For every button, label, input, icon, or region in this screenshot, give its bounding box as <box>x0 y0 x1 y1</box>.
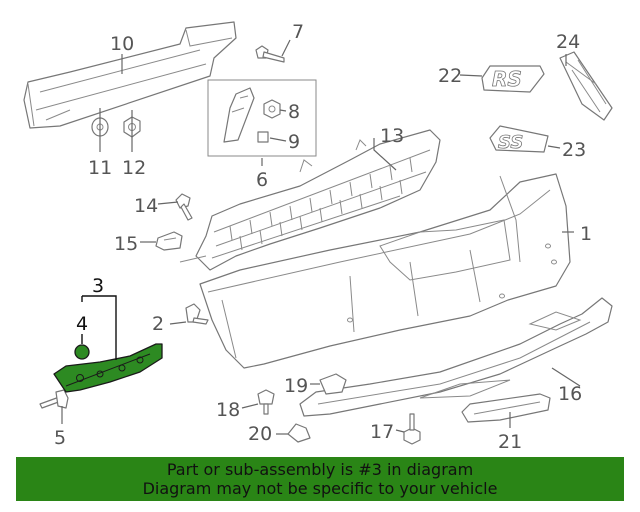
part-16-lower-valance[interactable] <box>299 297 613 417</box>
leader-lines <box>61 39 581 435</box>
part-22-rs-emblem[interactable]: RS <box>481 65 545 93</box>
callout-16[interactable]: 16 <box>558 383 582 405</box>
callout-3[interactable]: 3 <box>92 275 104 297</box>
part-6-bracket-kit-box[interactable] <box>207 79 317 157</box>
part-15-clip[interactable] <box>155 231 183 251</box>
banner-line-2: Diagram may not be specific to your vehi… <box>142 479 498 498</box>
callout-14[interactable]: 14 <box>134 195 158 217</box>
callout-21[interactable]: 21 <box>498 431 522 453</box>
callout-5[interactable]: 5 <box>54 427 66 449</box>
part-20-clip[interactable] <box>287 423 311 443</box>
svg-text:RS: RS <box>492 67 522 91</box>
callout-7[interactable]: 7 <box>292 21 304 43</box>
callout-23[interactable]: 23 <box>562 139 586 161</box>
part-13-energy-absorber[interactable] <box>179 129 441 271</box>
svg-text:SS: SS <box>498 132 523 153</box>
part-5-bolt[interactable] <box>39 389 69 409</box>
part-3-bracket-highlighted[interactable] <box>53 343 163 393</box>
callout-13[interactable]: 13 <box>380 125 404 147</box>
callout-12[interactable]: 12 <box>122 157 146 179</box>
part-1-bumper-fascia[interactable] <box>199 173 571 369</box>
callout-20[interactable]: 20 <box>248 423 272 445</box>
callout-9[interactable]: 9 <box>288 131 300 153</box>
part-14-bolt[interactable] <box>175 193 193 221</box>
part-21-trim-strip[interactable] <box>461 393 551 423</box>
part-10-impact-bar[interactable] <box>23 21 237 129</box>
part-24-zl1-emblem[interactable] <box>559 51 613 121</box>
part-4-nut-highlighted[interactable] <box>74 344 90 360</box>
callout-1[interactable]: 1 <box>580 223 592 245</box>
callout-labels: 10 7 8 9 6 11 12 13 14 15 1 2 22 23 24 1… <box>54 21 592 453</box>
callout-24[interactable]: 24 <box>556 31 580 53</box>
notice-banner: Part or sub-assembly is #3 in diagram Di… <box>16 457 624 501</box>
parts-diagram: RS SS <box>23 21 613 453</box>
callout-15[interactable]: 15 <box>114 233 138 255</box>
part-19-clip[interactable] <box>319 373 347 395</box>
callout-6[interactable]: 6 <box>256 169 268 191</box>
callout-19[interactable]: 19 <box>284 375 308 397</box>
callout-2[interactable]: 2 <box>152 313 164 335</box>
part-8-nut-shape <box>263 99 281 119</box>
part-23-ss-emblem[interactable]: SS <box>489 125 549 153</box>
part-17-bolt[interactable] <box>403 413 421 445</box>
part-7-bolt[interactable] <box>255 45 285 63</box>
callout-11[interactable]: 11 <box>88 157 112 179</box>
part-18-screw[interactable] <box>257 389 275 415</box>
callout-17[interactable]: 17 <box>370 421 394 443</box>
part-2-push-pin[interactable] <box>185 303 209 325</box>
part-9-clip-shape <box>257 131 269 143</box>
callout-10[interactable]: 10 <box>110 33 134 55</box>
callout-4[interactable]: 4 <box>76 313 88 335</box>
callout-22[interactable]: 22 <box>438 65 462 87</box>
callout-18[interactable]: 18 <box>216 399 240 421</box>
callout-8[interactable]: 8 <box>288 101 300 123</box>
banner-line-1: Part or sub-assembly is #3 in diagram <box>166 460 474 479</box>
